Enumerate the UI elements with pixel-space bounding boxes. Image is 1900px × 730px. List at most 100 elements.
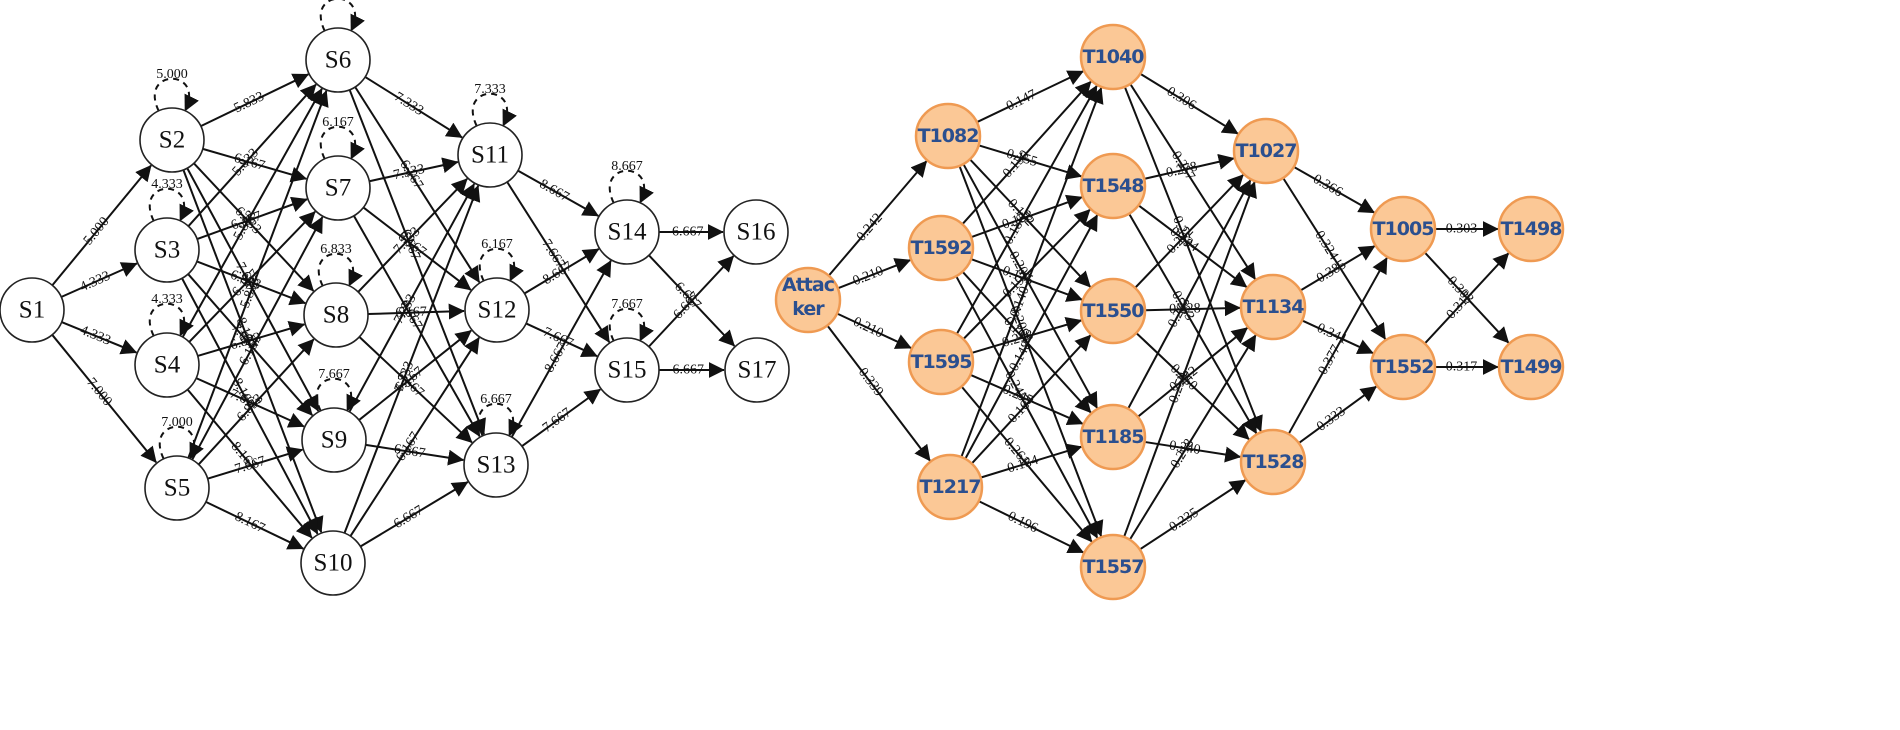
state-node-circle bbox=[303, 282, 369, 348]
technique-edge-t1595-t1040 bbox=[955, 85, 1098, 335]
technique-node-circle bbox=[1369, 195, 1437, 263]
technique-node-label: T1217 bbox=[920, 476, 981, 498]
technique-edge-t1592-t1557 bbox=[955, 275, 1099, 539]
state-node-circle bbox=[301, 407, 367, 473]
technique-edge-label: 0.210 bbox=[851, 315, 886, 342]
state-edge-label: 6.667 bbox=[391, 503, 426, 532]
technique-edge-t1027-t1552 bbox=[1282, 177, 1387, 340]
technique-edge-t1027-t1005 bbox=[1293, 165, 1376, 214]
technique-edge-t1592-t1185 bbox=[961, 270, 1092, 414]
technique-node-label: T1595 bbox=[911, 351, 972, 373]
state-edge-s8-s11 bbox=[357, 178, 468, 293]
state-edge-s7-s11 bbox=[369, 157, 459, 183]
state-self-loop-label: 7.000 bbox=[161, 415, 193, 430]
technique-edge-t1082-t1040 bbox=[976, 70, 1084, 124]
technique-edge-t1082-t1548 bbox=[978, 144, 1083, 180]
technique-edge-t1548-t1027 bbox=[1143, 153, 1235, 180]
state-self-loop-label: 6.667 bbox=[480, 392, 512, 407]
state-edge-s2-s7 bbox=[202, 147, 308, 183]
state-self-loop-label: 4.333 bbox=[151, 292, 183, 307]
technique-node-t1027: T1027 bbox=[1232, 117, 1300, 185]
state-transition-graph: 5.0004.3334.3337.0005.8336.1676.8337.667… bbox=[0, 0, 790, 596]
technique-node-t1557: T1557 bbox=[1079, 533, 1147, 601]
technique-edge-t1528-t1005 bbox=[1287, 257, 1388, 435]
state-self-loop-label: 6.167 bbox=[322, 115, 354, 130]
state-node-circle bbox=[144, 455, 210, 521]
attack-technique-graph: 0.2420.2100.2100.3390.1470.1550.1720.206… bbox=[774, 23, 1565, 601]
state-node-s5: S5 bbox=[144, 455, 210, 521]
technique-edge-label: 0.333 bbox=[1314, 404, 1348, 435]
state-edge-label: 7.333 bbox=[392, 162, 426, 183]
state-node-s1: S1 bbox=[0, 277, 65, 343]
technique-edge-t1185-t1027 bbox=[1127, 179, 1252, 410]
state-edge-s2-s10 bbox=[182, 169, 324, 533]
state-node-circle bbox=[305, 27, 371, 93]
technique-node-t1548: T1548 bbox=[1079, 152, 1147, 220]
state-edge-label: 6.667 bbox=[672, 225, 704, 240]
state-edge-s1-s5 bbox=[51, 334, 157, 464]
state-edge-label: 6.667 bbox=[673, 363, 705, 378]
state-edge-s4-s6 bbox=[181, 88, 323, 338]
state-node-label: S8 bbox=[323, 302, 349, 329]
state-edge-s4-s8 bbox=[197, 321, 306, 357]
state-node-circle bbox=[305, 155, 371, 221]
state-edge-s10-s13 bbox=[359, 481, 469, 548]
state-self-loop-s2 bbox=[153, 77, 199, 112]
state-self-loop-s11 bbox=[471, 92, 517, 127]
state-node-circle bbox=[134, 217, 200, 283]
state-node-label: S7 bbox=[325, 175, 351, 202]
technique-edge-t1548-t1528 bbox=[1128, 213, 1258, 435]
state-self-loop-label: 4.333 bbox=[151, 177, 183, 192]
technique-edge-label: 0.385 bbox=[1314, 257, 1349, 286]
state-edge-s8-s13 bbox=[358, 336, 473, 444]
technique-node-circle bbox=[1079, 277, 1147, 345]
technique-edge-label: 0.240 bbox=[1168, 438, 1201, 458]
technique-node-t1499: T1499 bbox=[1497, 333, 1565, 401]
technique-edge-attacker-t1082 bbox=[828, 160, 928, 277]
state-node-label: S5 bbox=[164, 475, 190, 502]
technique-node-t1552: T1552 bbox=[1369, 333, 1437, 401]
state-edge-s3-s8 bbox=[196, 260, 306, 306]
technique-edge-t1548-t1134 bbox=[1137, 204, 1248, 288]
technique-edge-t1557-t1027 bbox=[1123, 181, 1257, 538]
state-self-loop-label: 6.833 bbox=[320, 242, 352, 257]
state-edge-label: 7.333 bbox=[391, 90, 426, 119]
technique-edge-t1134-t1552 bbox=[1301, 319, 1374, 355]
technique-edge-t1040-t1134 bbox=[1129, 83, 1257, 280]
state-nodes: S1S2S3S4S5S6S7S8S9S10S11S12S13S14S15S16S… bbox=[0, 27, 790, 596]
technique-node-circle bbox=[1079, 152, 1147, 220]
technique-edge-label: 0.196 bbox=[1005, 509, 1040, 536]
technique-node-label: T1592 bbox=[911, 237, 972, 259]
state-node-s4: S4 bbox=[134, 332, 200, 398]
state-node-s13: S13 bbox=[463, 432, 529, 498]
technique-edge-label: 0.377 bbox=[1316, 343, 1344, 378]
state-node-circle bbox=[594, 199, 660, 265]
technique-node-label: T1027 bbox=[1236, 140, 1297, 162]
technique-edge-t1185-t1528 bbox=[1144, 440, 1242, 463]
state-edge-s1-s2 bbox=[51, 164, 152, 286]
state-node-circle bbox=[457, 122, 523, 188]
state-node-label: S17 bbox=[738, 357, 777, 384]
technique-node-label: T1557 bbox=[1083, 556, 1144, 578]
state-edge-s15-s16 bbox=[648, 255, 735, 348]
technique-edge-t1550-t1027 bbox=[1134, 174, 1244, 289]
state-node-circle bbox=[139, 107, 205, 173]
state-self-loop-label: 5.000 bbox=[156, 67, 188, 82]
state-node-circle bbox=[724, 337, 790, 403]
state-edge-s4-s9 bbox=[195, 377, 305, 428]
technique-node-circle bbox=[907, 214, 975, 282]
state-edge-s13-s15 bbox=[521, 388, 601, 448]
technique-node-label: T1548 bbox=[1083, 175, 1145, 197]
state-node-circle bbox=[0, 277, 65, 343]
state-self-loop-s13 bbox=[477, 402, 523, 437]
state-self-loop-s6 bbox=[319, 0, 365, 32]
state-node-s10: S10 bbox=[300, 530, 366, 596]
state-edge-s7-s13 bbox=[352, 215, 481, 438]
state-self-loop-s9 bbox=[315, 377, 361, 412]
state-node-label: S14 bbox=[608, 219, 647, 246]
state-node-circle bbox=[594, 337, 660, 403]
state-edge-s11-s14 bbox=[517, 169, 599, 217]
state-edge-label: 6.667 bbox=[393, 442, 426, 462]
state-edge-s3-s10 bbox=[181, 277, 319, 535]
